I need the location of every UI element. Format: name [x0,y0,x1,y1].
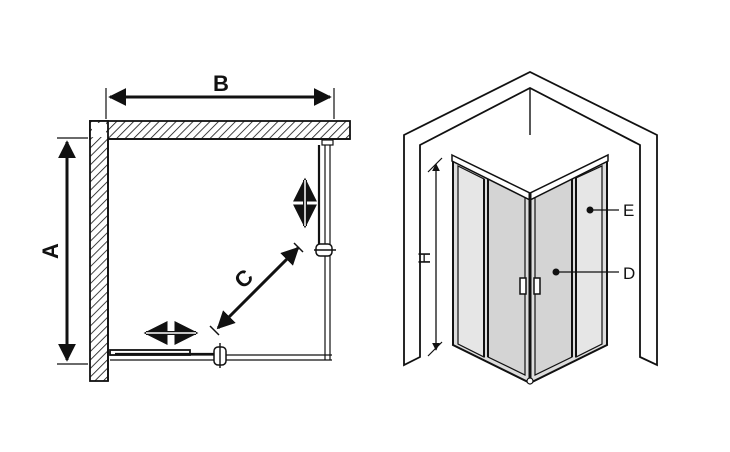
corner-walls [403,70,658,367]
dimension-a: A [38,137,88,365]
isometric-view: H E D [403,70,658,385]
callout-e: E [586,201,634,220]
hatched-walls [89,120,351,382]
door-handles [519,277,541,295]
top-rail [451,153,609,385]
dimension-h: H [415,157,443,357]
callout-d: D [552,264,635,283]
right-sliding-door [314,145,336,257]
label-c: C [229,264,258,293]
plan-view: A B C [38,71,351,382]
label-h: H [415,252,434,264]
label-b: B [213,71,229,96]
dimension-b: B [105,71,335,119]
label-d: D [623,264,635,283]
label-a: A [38,243,63,259]
bottom-sliding-door [115,343,227,368]
label-e: E [623,201,634,220]
dimension-c: C [216,246,300,330]
